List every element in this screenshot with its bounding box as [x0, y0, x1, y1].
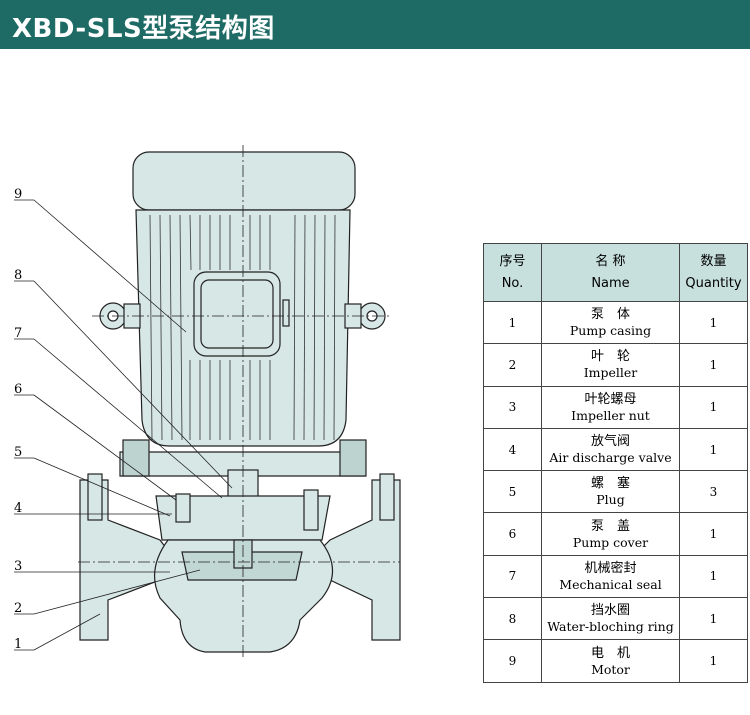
pump-structure-diagram: 9 8 7 6 5 4 3 2 1 [14, 145, 401, 660]
pump-cover [155, 495, 331, 541]
row-no: 7 [483, 554, 542, 599]
row-no: 9 [483, 639, 542, 683]
callout-9: 9 [14, 187, 22, 202]
row-qty: 1 [679, 597, 748, 641]
header-quantity: 数量 Quantity [679, 243, 748, 302]
page-title: XBD-SLS型泵结构图 [12, 14, 275, 44]
row-no: 8 [483, 597, 542, 641]
row-no: 5 [483, 470, 542, 514]
row-qty: 1 [679, 512, 748, 556]
motor-cap [132, 151, 356, 211]
callout-2: 2 [14, 601, 22, 616]
callout-1: 1 [14, 637, 22, 652]
title-bar: XBD-SLS型泵结构图 [0, 0, 750, 49]
row-qty: 3 [679, 470, 748, 514]
row-no: 4 [483, 427, 542, 472]
row-no: 3 [483, 385, 542, 429]
header-no: 序号 No. [483, 243, 542, 302]
header-name: 名 称 Name [541, 243, 680, 302]
row-qty: 1 [679, 639, 748, 683]
row-no: 1 [483, 300, 542, 345]
row-no: 2 [483, 343, 542, 387]
callout-4: 4 [14, 501, 22, 516]
callout-6: 6 [14, 382, 22, 397]
row-qty: 1 [679, 427, 748, 472]
parts-table-header: 序号 No. 名 称 Name 数量 Quantity [483, 243, 748, 302]
row-no: 6 [483, 512, 542, 556]
row-qty: 1 [679, 300, 748, 345]
callout-7: 7 [14, 326, 22, 341]
row-qty: 1 [679, 385, 748, 429]
callout-5: 5 [14, 445, 22, 460]
callout-3: 3 [14, 559, 22, 574]
callout-8: 8 [14, 268, 22, 283]
row-qty: 1 [679, 554, 748, 599]
row-qty: 1 [679, 343, 748, 387]
